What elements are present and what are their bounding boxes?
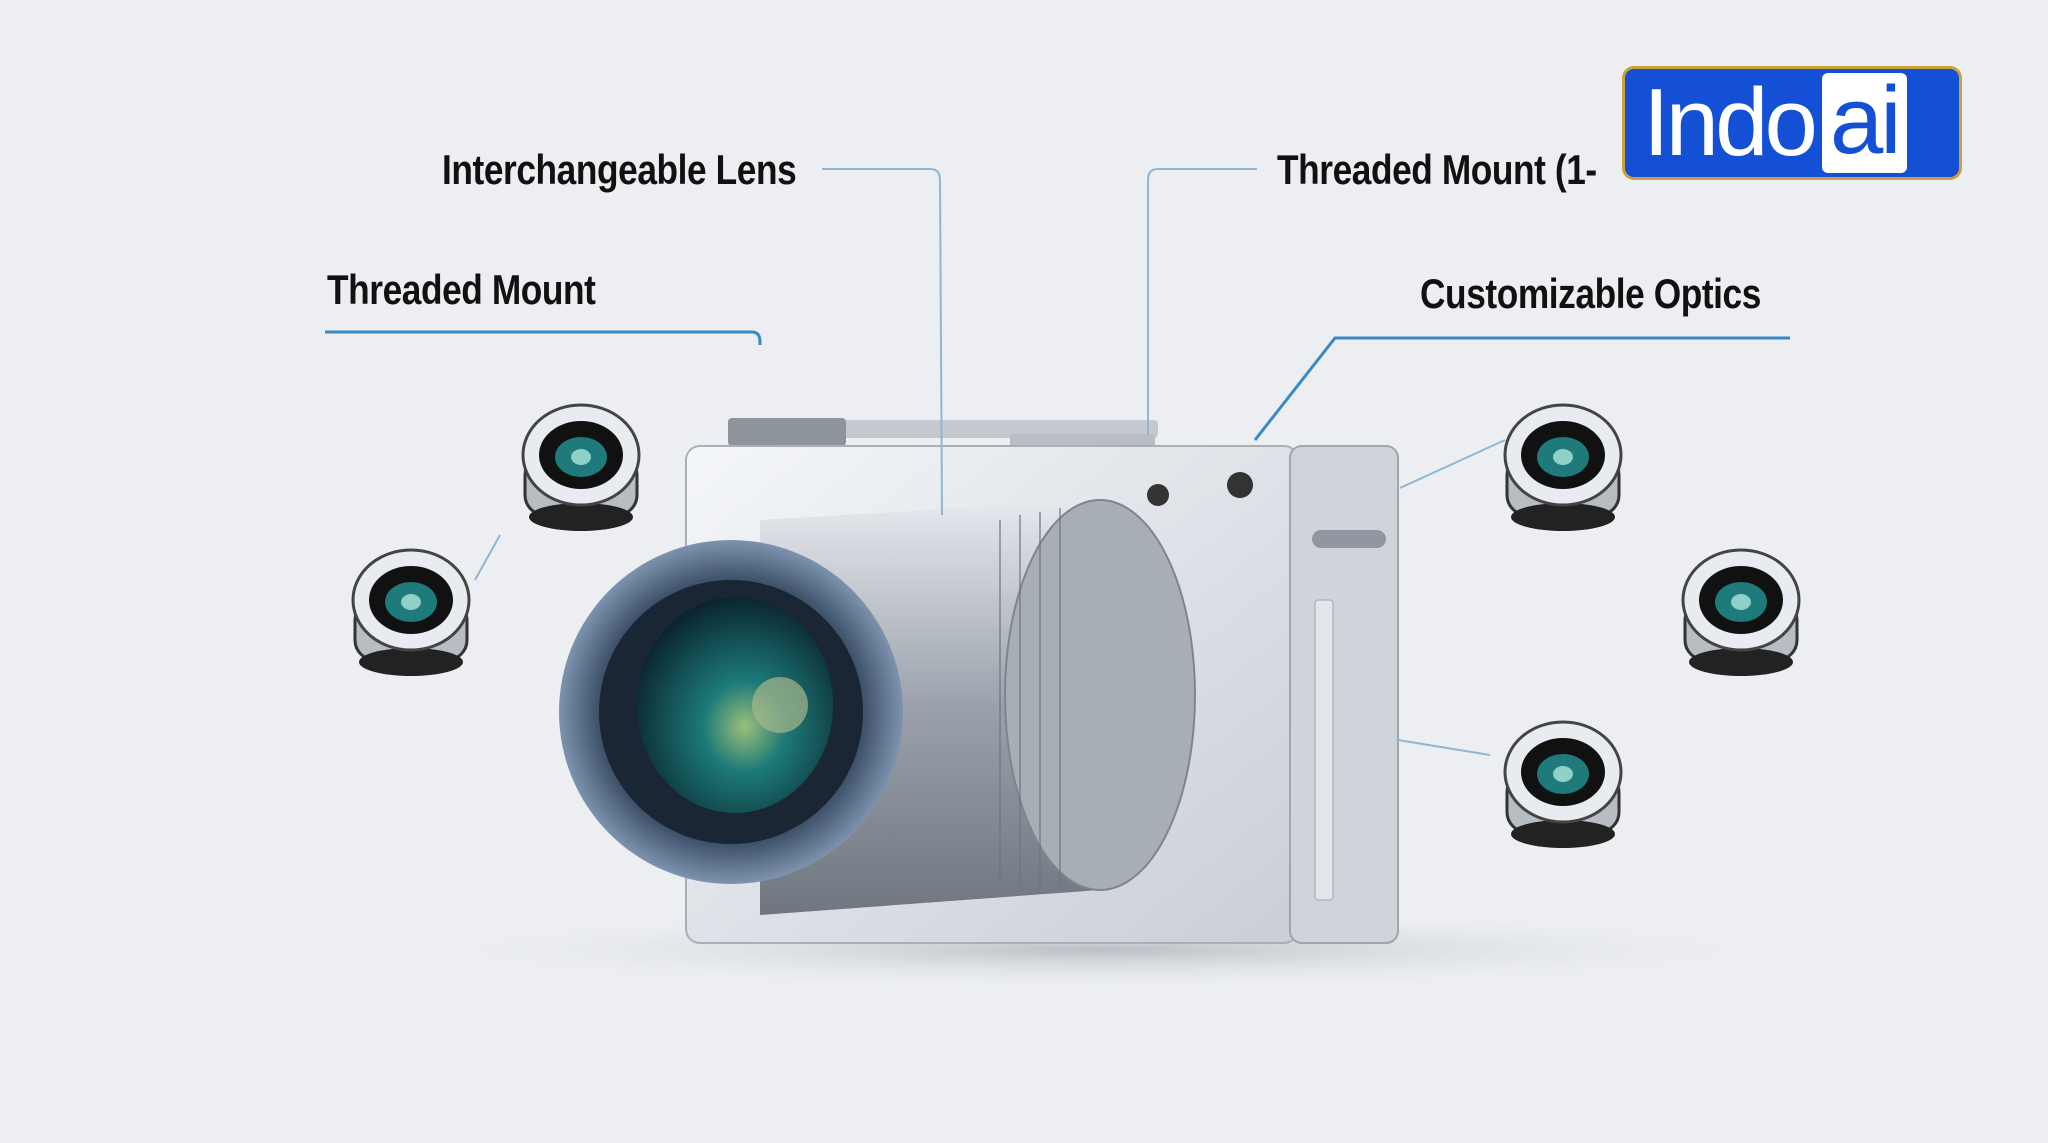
small-lens [1503, 720, 1623, 848]
customizable-optics-leader [1253, 336, 1790, 441]
shutter-button [1010, 434, 1155, 448]
small-lens [1503, 403, 1623, 531]
small-lens [1681, 548, 1801, 676]
interchangeable-lens-leader [822, 168, 943, 516]
logo-text-indo: Indo [1643, 69, 1818, 176]
logo-text-ai: ai [1821, 73, 1907, 173]
threaded-mount-spec-leader [1147, 168, 1257, 435]
label-threaded-mount: Threaded Mount [327, 266, 596, 313]
threaded-mount-underline [325, 330, 762, 345]
label-interchangeable-lens: Interchangeable Lens [442, 146, 797, 193]
small-lens [521, 403, 641, 531]
label-customizable-optics: Customizable Optics [1420, 270, 1761, 317]
lens-barrel [559, 499, 1196, 915]
small-lens [351, 548, 471, 676]
label-threaded-mount-spec: Threaded Mount (1- [1277, 146, 1597, 193]
lens-glass [637, 597, 833, 813]
dial [728, 418, 846, 446]
grip [1289, 445, 1399, 944]
leader-lines [325, 168, 1790, 756]
indoai-logo: Indo ai [1622, 66, 1962, 180]
